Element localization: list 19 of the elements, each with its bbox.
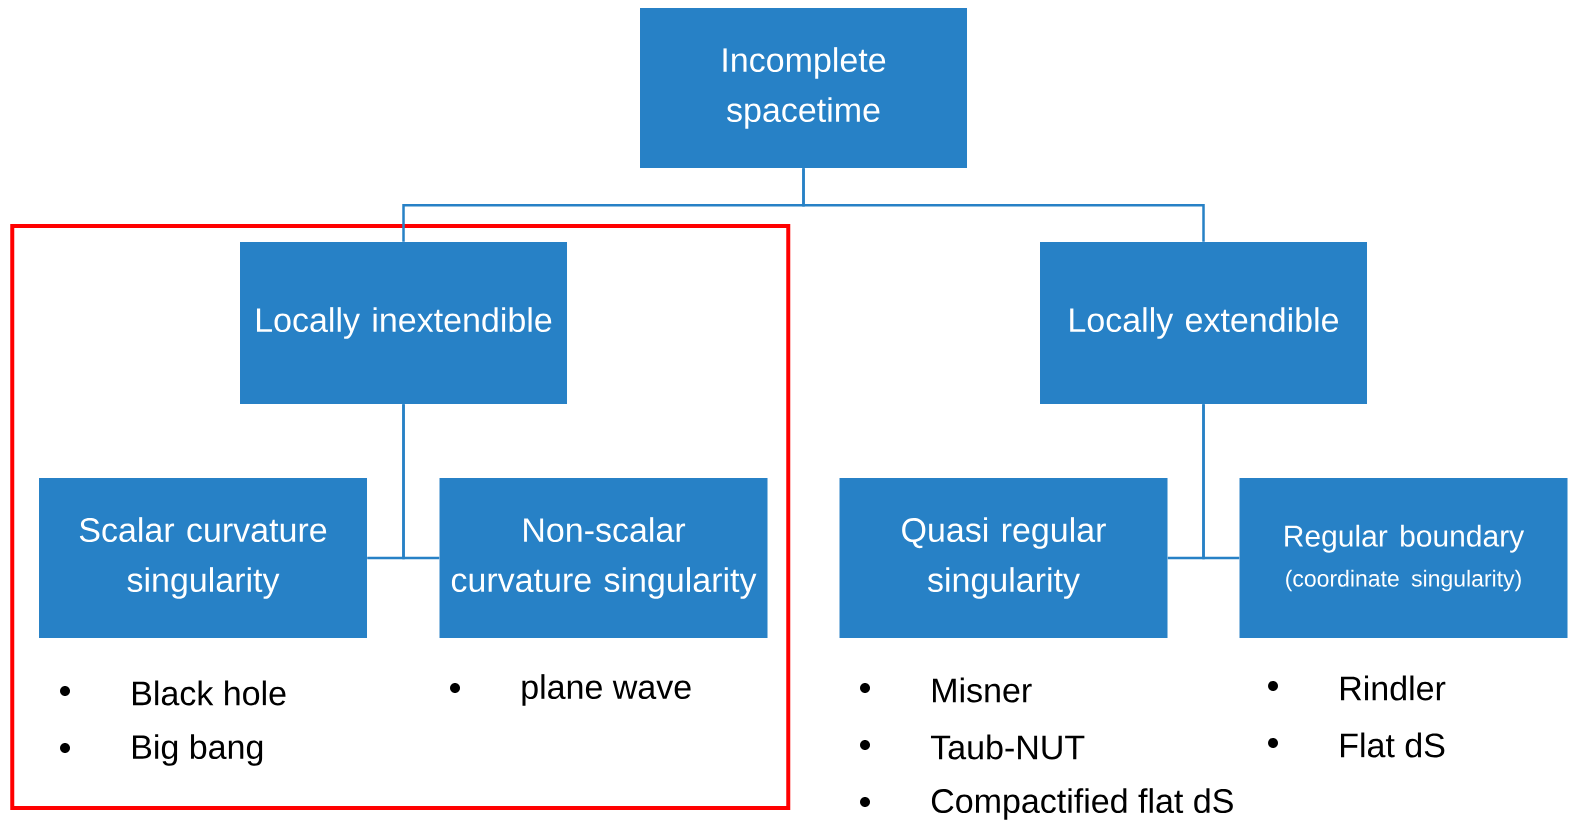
frame-box: [10, 224, 791, 810]
category-box: Scalar curvature singularity: [39, 478, 367, 638]
bullet-item: Rindler: [1268, 675, 1446, 701]
bullet-item: Big bang: [60, 734, 263, 766]
bullet-item: Taub-NUT: [860, 734, 1085, 760]
connector-line: [1202, 404, 1240, 560]
category-box: Quasi regular singularity: [839, 478, 1168, 638]
connector-line: [402, 404, 440, 560]
bullet-item: Black hole: [60, 680, 286, 706]
connector-line: [802, 168, 1205, 242]
category-box: Locally extendible: [1040, 242, 1367, 404]
category-box: Non-scalar curvature singularity: [439, 478, 768, 638]
bullet-item: Misner: [860, 677, 1032, 703]
category-box: Locally inextendible: [240, 242, 567, 404]
bullet-item: plane wave: [450, 674, 691, 706]
bullet-item: Compactified flat dS: [860, 788, 1233, 820]
bullet-item: Flat dS: [1268, 732, 1445, 758]
category-box: Regular boundary (coordinate singularity): [1239, 478, 1568, 638]
category-box: Incomplete spacetime: [640, 8, 967, 168]
